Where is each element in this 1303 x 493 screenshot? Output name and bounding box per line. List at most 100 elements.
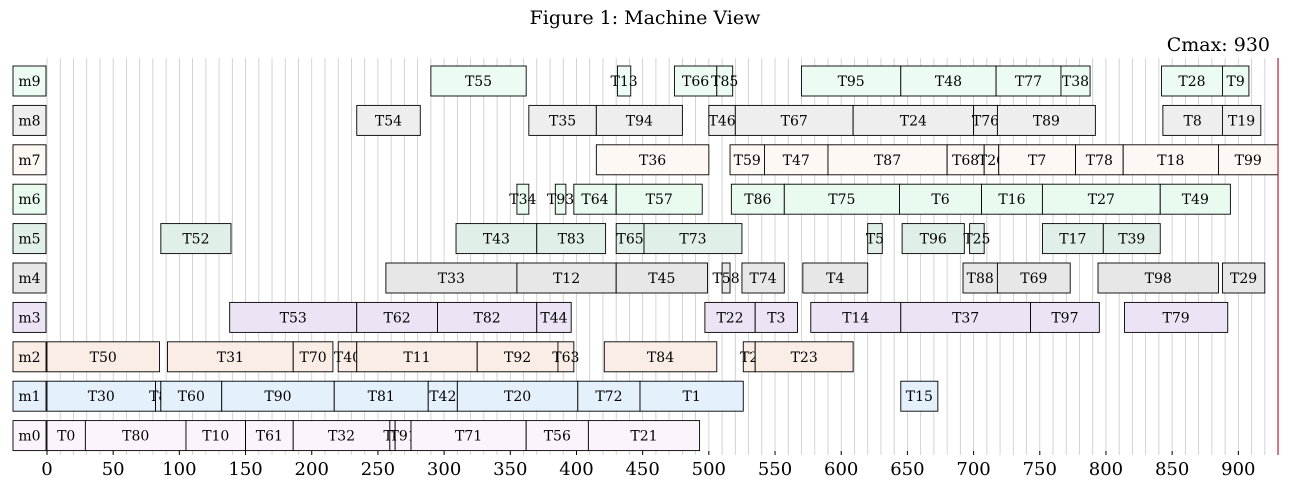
task-bar-T7: T7 — [998, 144, 1076, 176]
task-rect — [810, 301, 902, 333]
machine-label-text: m4 — [18, 271, 40, 287]
task-rect — [516, 183, 530, 215]
task-label: T89 — [1033, 113, 1060, 129]
task-bar-T6: T6 — [899, 183, 982, 215]
task-bar-T76: T76 — [972, 104, 999, 136]
task-bar-T48: T48 — [900, 65, 997, 97]
task-rect — [827, 144, 948, 176]
task-rect — [167, 341, 294, 373]
machine-label-box — [12, 104, 47, 136]
x-tick-label: 0 — [41, 459, 52, 480]
machine-label-box — [12, 380, 47, 412]
task-bar-T35: T35 — [528, 104, 597, 136]
task-bar-T60: T60 — [160, 380, 223, 412]
task-label: T59 — [734, 153, 761, 169]
task-label: T38 — [1062, 74, 1089, 90]
task-rect — [615, 223, 645, 255]
task-label: T32 — [328, 429, 355, 445]
machine-label-text: m5 — [18, 232, 40, 248]
machine-label-m7: m7 — [12, 144, 47, 176]
x-tick-label: 900 — [1221, 459, 1255, 480]
machine-label-m4: m4 — [12, 262, 47, 294]
task-rect — [410, 420, 527, 452]
task-bar-T65: T65 — [615, 223, 645, 255]
task-label: T23 — [791, 350, 818, 366]
task-rect — [899, 183, 982, 215]
task-bar-T21: T21 — [587, 420, 701, 452]
task-rect — [1102, 223, 1161, 255]
figure-title: Figure 1: Machine View — [529, 7, 761, 29]
task-bar-T4: T4 — [802, 262, 869, 294]
task-rect — [516, 262, 617, 294]
x-tick-label: 50 — [102, 459, 125, 480]
task-bar-T12: T12 — [516, 262, 617, 294]
task-label: T81 — [368, 389, 395, 405]
task-bar-T42: T42 — [427, 380, 458, 412]
task-rect — [1097, 262, 1219, 294]
task-label: T69 — [1020, 271, 1047, 287]
task-bar-T15: T15 — [900, 380, 939, 412]
task-bar-T53: T53 — [229, 301, 358, 333]
task-label: T83 — [558, 232, 585, 248]
task-label: T93 — [547, 192, 574, 208]
task-rect — [754, 341, 854, 373]
task-label: T53 — [280, 310, 307, 326]
task-bar-T67: T67 — [734, 104, 854, 136]
task-label: T76 — [972, 113, 999, 129]
task-bar-T27: T27 — [1041, 183, 1161, 215]
task-label: T25 — [963, 232, 990, 248]
machine-label-box — [12, 341, 47, 373]
task-bar-T49: T49 — [1159, 183, 1231, 215]
task-bar-T23: T23 — [754, 341, 854, 373]
task-rect — [1041, 183, 1161, 215]
task-label: T74 — [750, 271, 777, 287]
task-bar-T59: T59 — [729, 144, 765, 176]
task-label: T15 — [906, 389, 933, 405]
task-bar-T38: T38 — [1060, 65, 1091, 97]
task-bar-T85: T85 — [711, 65, 738, 97]
task-label: T8 — [1184, 113, 1202, 129]
task-label: T16 — [998, 192, 1025, 208]
task-rect — [1124, 301, 1229, 333]
task-rect — [734, 104, 854, 136]
task-label: T57 — [646, 192, 673, 208]
task-label: T77 — [1015, 74, 1042, 90]
task-label: T78 — [1086, 153, 1113, 169]
task-rect — [554, 183, 567, 215]
task-rect — [577, 380, 641, 412]
task-rect — [46, 420, 86, 452]
task-bar-T17: T17 — [1041, 223, 1104, 255]
task-label: T86 — [744, 192, 771, 208]
task-bar-T75: T75 — [783, 183, 900, 215]
task-bar-T63: T63 — [552, 341, 579, 373]
task-label: T82 — [474, 310, 501, 326]
task-rect — [1075, 144, 1124, 176]
task-rect — [245, 420, 294, 452]
task-label: T22 — [716, 310, 743, 326]
task-bar-T33: T33 — [385, 262, 518, 294]
machine-label-box — [12, 65, 47, 97]
machine-label-m6: m6 — [12, 183, 47, 215]
task-label: T88 — [967, 271, 994, 287]
task-label: T70 — [299, 350, 326, 366]
task-rect — [801, 65, 902, 97]
machine-label-m0: m0 — [12, 420, 47, 452]
task-label: T11 — [403, 350, 430, 366]
task-bar-T73: T73 — [643, 223, 743, 255]
task-rect — [46, 341, 160, 373]
x-tick-label: 500 — [692, 459, 726, 480]
task-bar-T22: T22 — [704, 301, 756, 333]
task-label: T10 — [202, 429, 229, 445]
x-tick-label: 850 — [1155, 459, 1189, 480]
x-tick-label: 600 — [824, 459, 858, 480]
task-label: T18 — [1157, 153, 1184, 169]
task-label: T97 — [1051, 310, 1078, 326]
task-bar-T39: T39 — [1102, 223, 1161, 255]
task-bar-T77: T77 — [995, 65, 1062, 97]
task-rect — [617, 65, 632, 97]
task-bar-T82: T82 — [437, 301, 538, 333]
task-bar-T47: T47 — [763, 144, 829, 176]
task-rect — [673, 65, 718, 97]
